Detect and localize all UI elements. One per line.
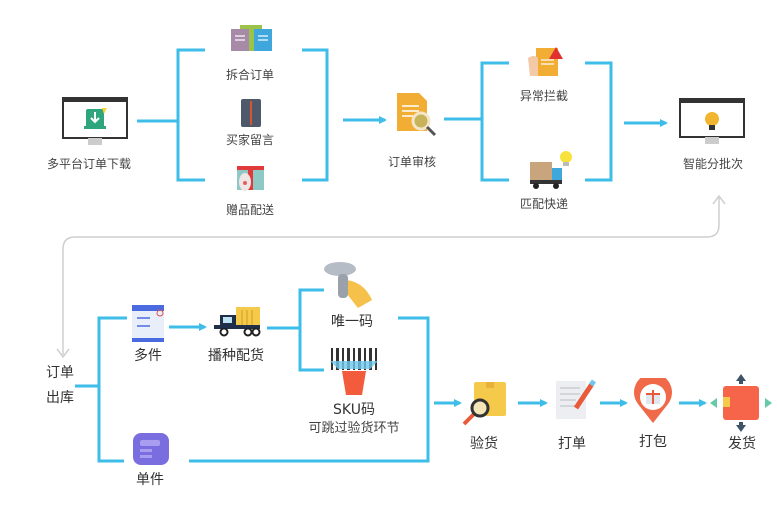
return-arrow-down [56,348,70,359]
label-print: 打单 [558,436,586,452]
label-match-express: 匹配快递 [519,197,569,211]
label-sku-skip-note: 可跳过验货环节 [308,421,400,436]
return-line [62,197,720,355]
split-merge-docs-icon [231,25,272,51]
bracket-branches-right [585,61,613,182]
label-inspect: 验货 [470,436,498,452]
return-arrow-up [712,194,726,205]
bracket-processing-left [176,48,205,182]
single-card-icon [133,433,169,465]
label-buyer-message: 买家留言 [225,133,275,147]
label-single: 单件 [136,472,164,488]
bracket-branches-left [480,61,509,182]
label-pack: 打包 [639,434,667,450]
bracket-outbound [97,316,127,463]
box-inspect-icon [462,382,506,426]
label-ship: 发货 [728,436,756,452]
truck-idea-icon [530,151,572,189]
print-doc-icon [556,379,596,419]
label-review: 订单审核 [387,155,437,169]
connector-unique-to-inspect [189,316,430,463]
delivery-truck-icon [214,307,261,337]
label-order: 订单 [46,365,74,381]
gift-pin-icon [634,378,672,423]
label-download: 多平台订单下载 [46,157,132,171]
document-search-icon [397,93,437,137]
monitor-bulb-icon [679,98,745,144]
label-sku-code: SKU码 [333,402,375,418]
monitor-download-icon [62,97,128,145]
label-gift: 赠品配送 [225,203,275,217]
barcode-scanner-icon [329,346,379,395]
label-outbound: 出库 [46,390,74,406]
gift-tag-icon [237,166,264,191]
warning-hand-icon [528,47,563,76]
label-smart-batch: 智能分批次 [682,157,744,171]
label-unique-code: 唯一码 [331,314,373,330]
bracket-processing-right [302,48,329,182]
label-split-merge: 拆合订单 [225,68,275,82]
label-multi: 多件 [134,348,162,364]
handheld-scanner-icon [324,262,372,308]
label-sorting: 播种配货 [208,348,264,364]
notebook-pen-icon [241,99,261,127]
label-exception: 异常拦截 [519,89,569,103]
ship-box-icon [710,374,772,432]
bracket-codes [298,288,324,372]
multi-doc-icon [132,305,164,342]
